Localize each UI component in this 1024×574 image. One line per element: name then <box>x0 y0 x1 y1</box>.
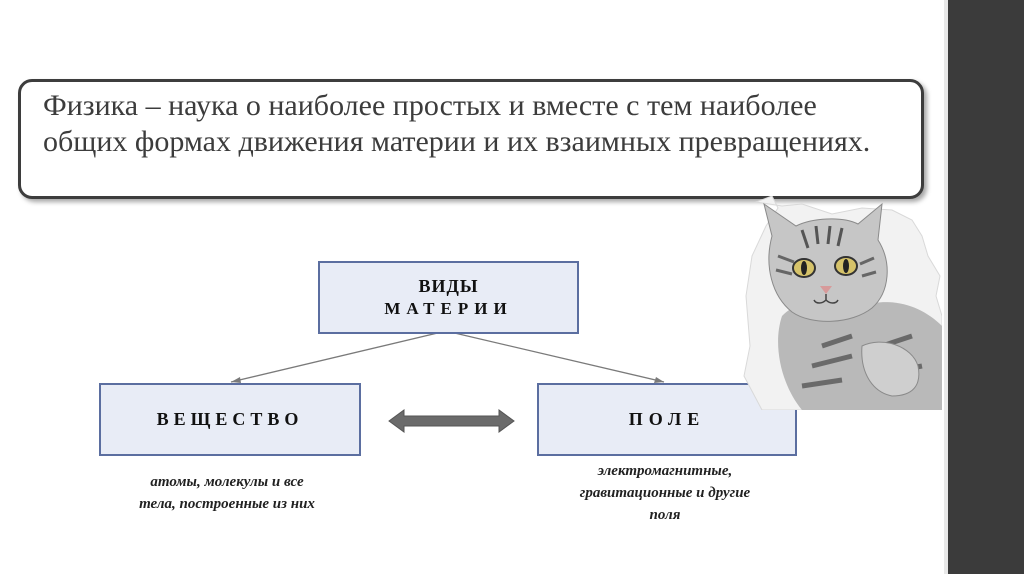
slide: Физика – наука о наиболее простых и вмес… <box>18 79 942 526</box>
box-veshchestvo: ВЕЩЕСТВО <box>99 383 361 456</box>
box-pole-label: ПОЛЕ <box>628 409 706 429</box>
caption-pole-line1: электромагнитные, <box>597 463 733 479</box>
definition-text: Физика – наука о наиболее простых и вмес… <box>43 89 871 158</box>
connector-right <box>445 330 665 383</box>
box-pole: ПОЛЕ <box>537 383 797 456</box>
caption-pole-line3: поля <box>649 507 681 523</box>
connector-right-arrowhead <box>654 377 664 383</box>
caption-pole: электромагнитные, гравитационные и други… <box>534 460 796 526</box>
connector-left-arrowhead <box>231 377 241 383</box>
caption-veshchestvo-line2: тела, построенные из них <box>139 496 315 512</box>
root-box-vidy-materii: ВИДЫ МАТЕРИИ <box>318 261 579 334</box>
caption-veshchestvo: атомы, молекулы и все тела, построенные … <box>96 471 358 515</box>
caption-veshchestvo-line1: атомы, молекулы и все <box>150 474 304 490</box>
connector-lines <box>230 330 665 433</box>
box-veshchestvo-label: ВЕЩЕСТВО <box>156 409 304 429</box>
root-line2: МАТЕРИИ <box>384 298 513 318</box>
root-line1: ВИДЫ <box>418 275 479 296</box>
double-arrow-icon <box>388 409 515 433</box>
right-side-bar <box>948 0 1024 574</box>
cat-image <box>743 196 942 410</box>
definition-box: Физика – наука о наиболее простых и вмес… <box>18 79 924 199</box>
connector-left <box>230 330 447 383</box>
side-edge <box>944 0 948 574</box>
caption-pole-line2: гравитационные и другие <box>579 485 751 501</box>
